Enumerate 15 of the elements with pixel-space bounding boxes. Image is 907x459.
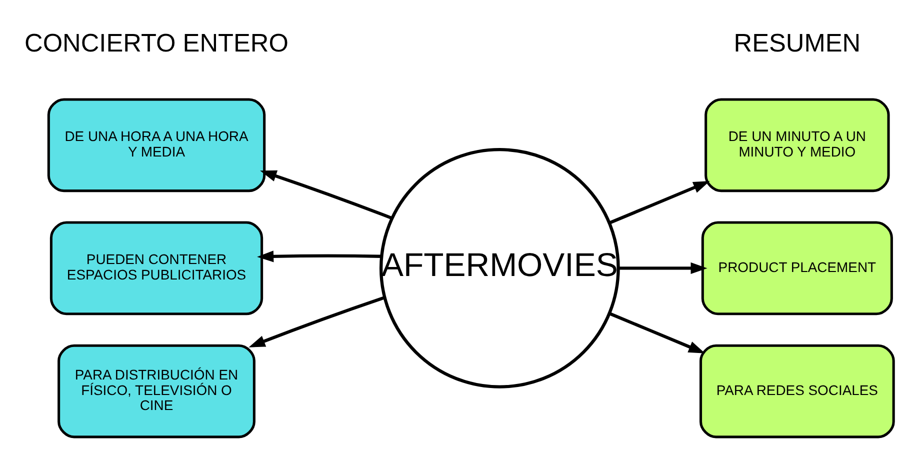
node-box: PARA DISTRIBUCIÓN EN FÍSICO, TELEVISIÓN O CINE [57,344,255,438]
node-box: PRODUCT PLACEMENT [700,221,892,316]
arrow [256,250,381,262]
arrow [618,262,707,274]
label: CONCIERTO ENTERO [24,29,288,58]
node-box: PUEDEN CONTENER ESPACIOS PUBLICITARIOS [49,221,263,316]
label: RESUMEN [733,29,860,58]
node-box: PARA REDES SOCIALES [698,344,894,438]
arrow [260,170,392,220]
arrow [608,312,705,354]
node-box: DE UN MINUTO A UN MINUTO Y MEDIO [704,98,890,192]
arrow [608,181,710,224]
node-circle: AFTERMOVIES [378,148,620,388]
node-box: DE UNA HORA A UNA HORA Y MEDIA [46,98,266,192]
arrow [248,296,384,348]
